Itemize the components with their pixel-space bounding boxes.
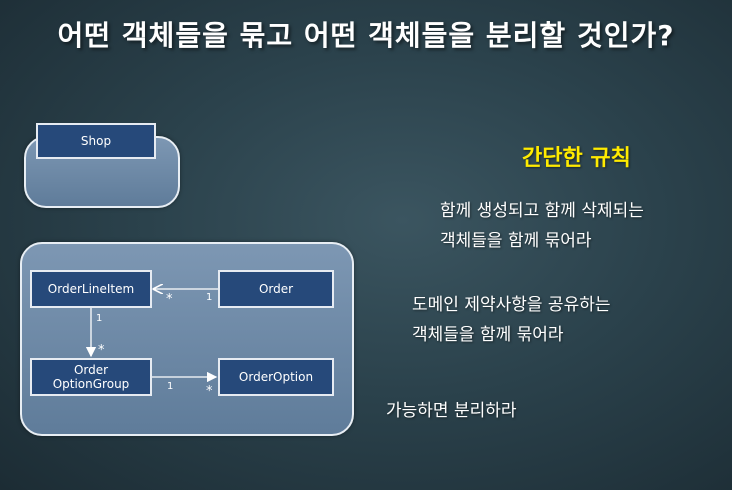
rule-1-line-1: 함께 생성되고 함께 삭제되는 [440,201,644,221]
order-option-group-node: Order OptionGroup [30,358,152,396]
slide-title: 어떤 객체들을 묶고 어떤 객체들을 분리할 것인가? [57,19,675,52]
order-label: Order [258,282,294,296]
order-line-item-node: OrderLineItem [30,270,152,308]
rule-1: 함께 생성되고 함께 삭제되는 객체들을 함께 묶어라 [440,196,644,256]
rule-2: 도메인 제약사항을 공유하는 객체들을 함께 묶어라 [412,290,611,350]
multiplicity-line-item-many: * [166,292,173,307]
multiplicity-order-one: 1 [206,292,213,303]
multiplicity-option-many: * [206,384,213,399]
order-line-item-label: OrderLineItem [47,282,135,296]
order-option-group-label-line2: OptionGroup [52,377,130,391]
multiplicity-line-item-one: 1 [96,313,103,324]
rules-heading: 간단한 규칙 [522,146,631,171]
order-option-group-label-line1: Order [73,363,109,377]
rule-2-line-1: 도메인 제약사항을 공유하는 [412,295,611,315]
multiplicity-group-many: * [98,343,105,358]
order-option-label: OrderOption [238,370,314,384]
rule-3: 가능하면 분리하라 [386,401,517,421]
rule-1-line-2: 객체들을 함께 묶어라 [440,231,592,251]
shop-label: Shop [80,134,112,148]
rule-2-line-2: 객체들을 함께 묶어라 [412,325,564,345]
order-option-node: OrderOption [218,358,334,396]
multiplicity-group-one: 1 [167,381,174,392]
order-node: Order [218,270,334,308]
shop-node: Shop [36,123,156,159]
